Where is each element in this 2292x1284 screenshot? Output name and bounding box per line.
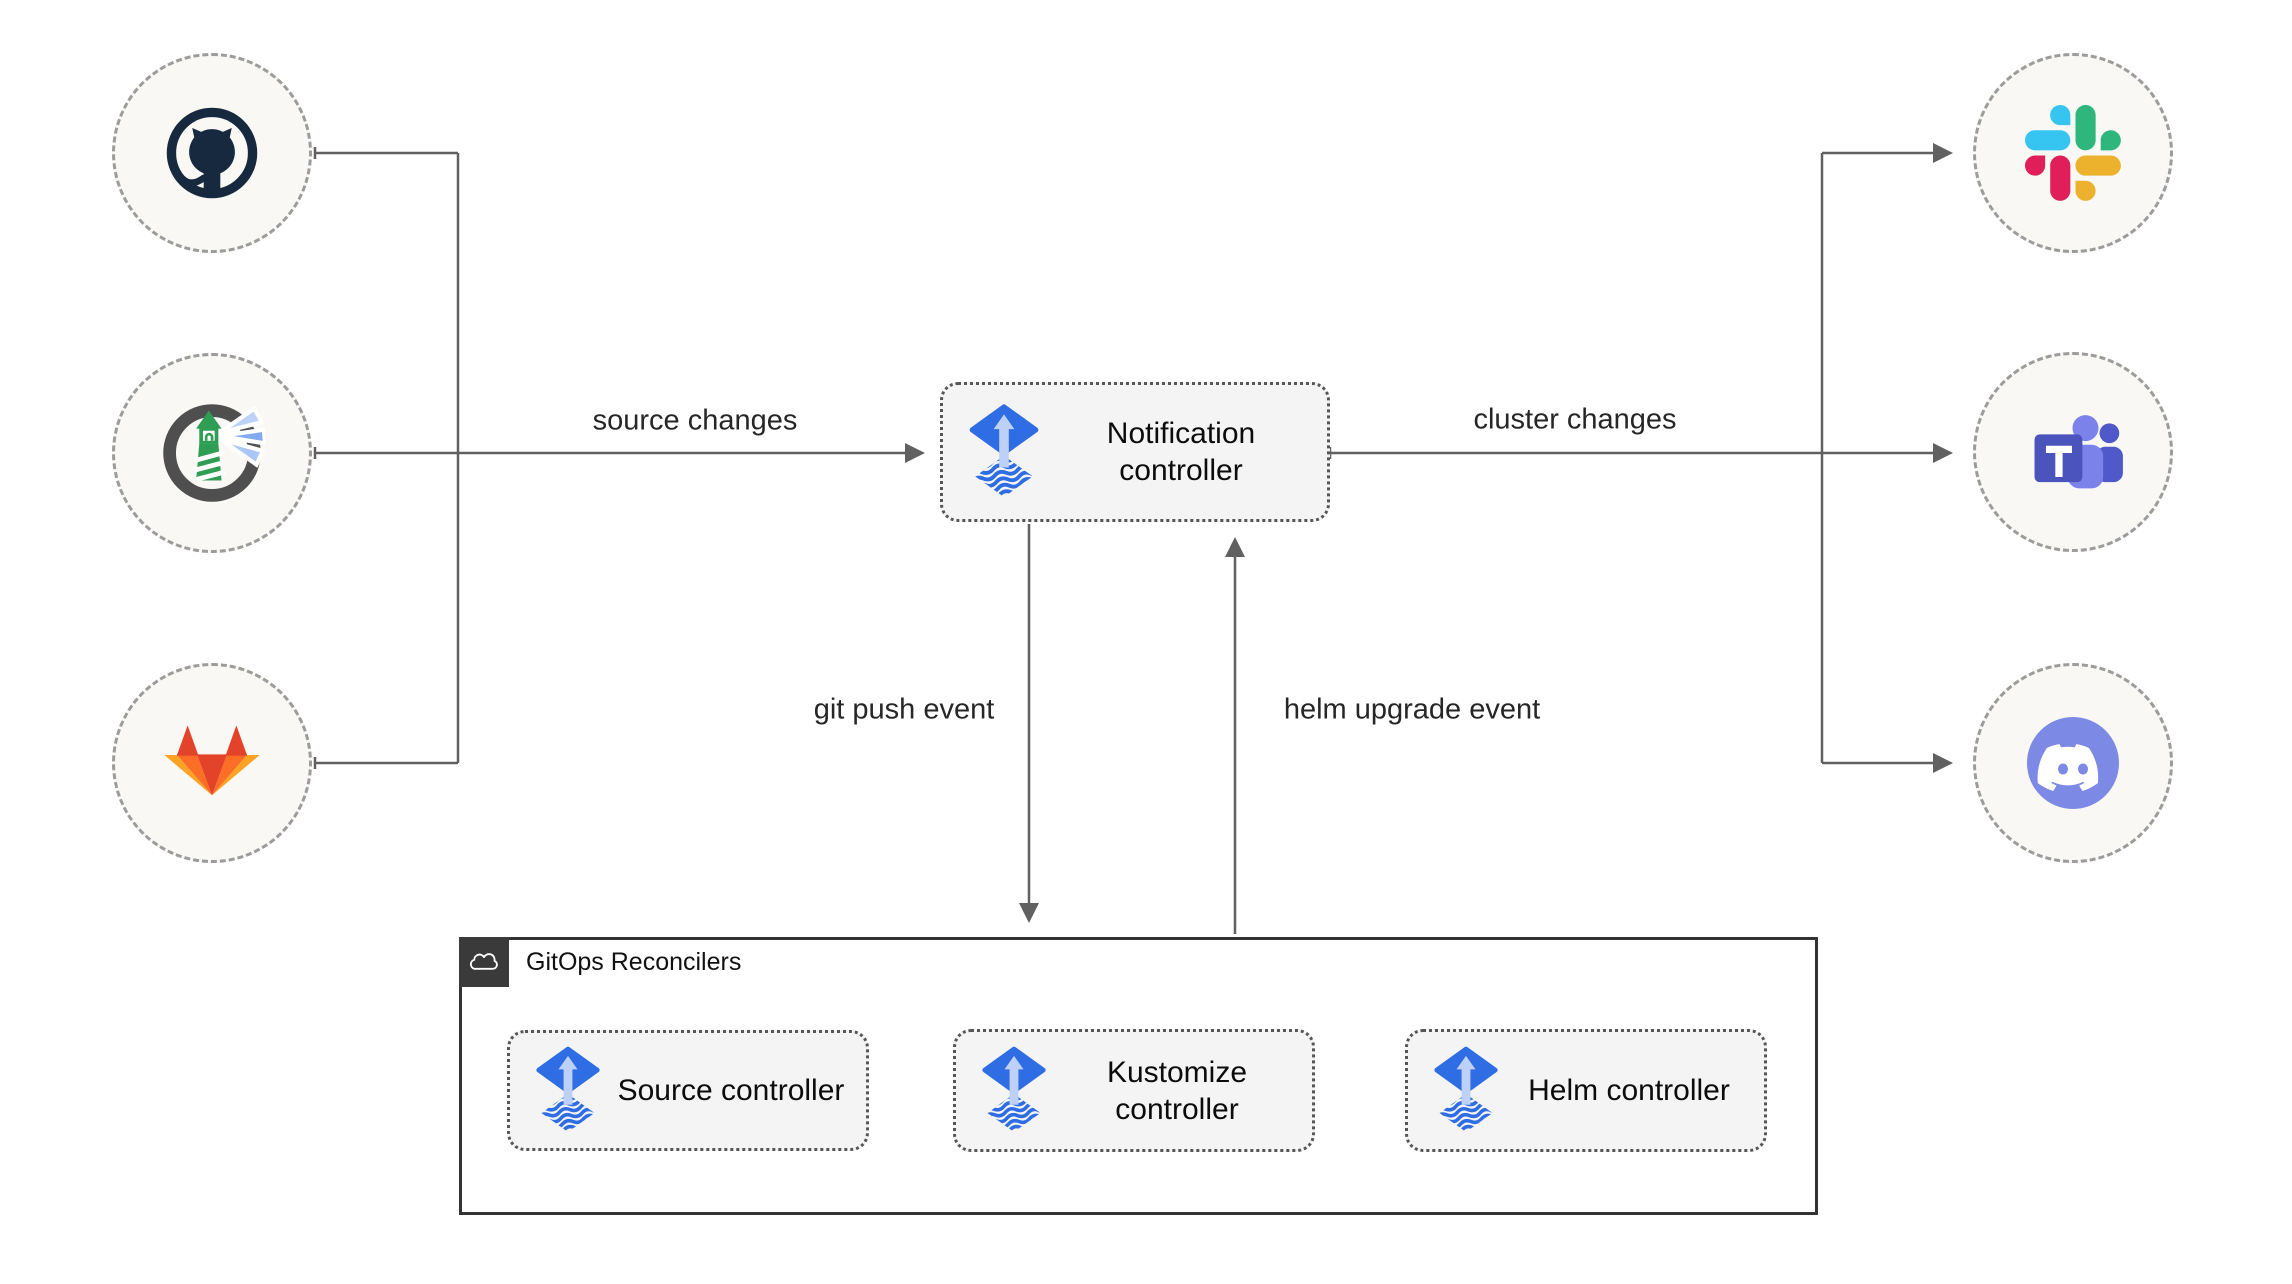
node-slack <box>1973 53 2173 253</box>
github-icon <box>160 101 264 205</box>
harbor-icon <box>159 400 265 506</box>
cloud-icon <box>466 947 502 977</box>
discord-icon <box>2023 713 2123 813</box>
kustomize-controller-label: Kustomize controller <box>1106 1055 1248 1126</box>
kustomize-controller-box: Kustomize controller <box>953 1029 1315 1152</box>
node-github <box>112 53 312 253</box>
teams-icon <box>2021 400 2125 504</box>
source-controller-box: Source controller <box>507 1030 869 1151</box>
edge-label-git-push-event: git push event <box>813 693 995 726</box>
helm-controller-label: Helm controller <box>1528 1074 1730 1107</box>
source-controller-label: Source controller <box>617 1074 845 1107</box>
notification-controller-label: Notification controller <box>1106 417 1256 487</box>
flux-icon <box>980 1046 1048 1135</box>
gitlab-icon <box>159 719 265 808</box>
notification-controller-box: Notification controller <box>940 382 1330 522</box>
left-bus <box>315 151 460 765</box>
gitops-reconcilers-title: GitOps Reconcilers <box>526 948 742 976</box>
edge-label-cluster-changes: cluster changes <box>1473 403 1677 436</box>
slack-icon <box>2025 105 2121 201</box>
helm-controller-box: Helm controller <box>1405 1029 1767 1152</box>
flux-icon <box>1432 1046 1500 1135</box>
flux-icon <box>534 1046 602 1135</box>
edge-label-helm-upgrade-event: helm upgrade event <box>1283 693 1541 726</box>
flux-icon <box>967 404 1041 500</box>
node-discord <box>1973 663 2173 863</box>
node-microsoft-teams <box>1973 352 2173 552</box>
gitops-tab <box>459 937 509 987</box>
edge-label-source-changes: source changes <box>592 404 798 437</box>
node-gitlab <box>112 663 312 863</box>
right-bus <box>1330 153 1824 763</box>
node-harbor <box>112 353 312 553</box>
